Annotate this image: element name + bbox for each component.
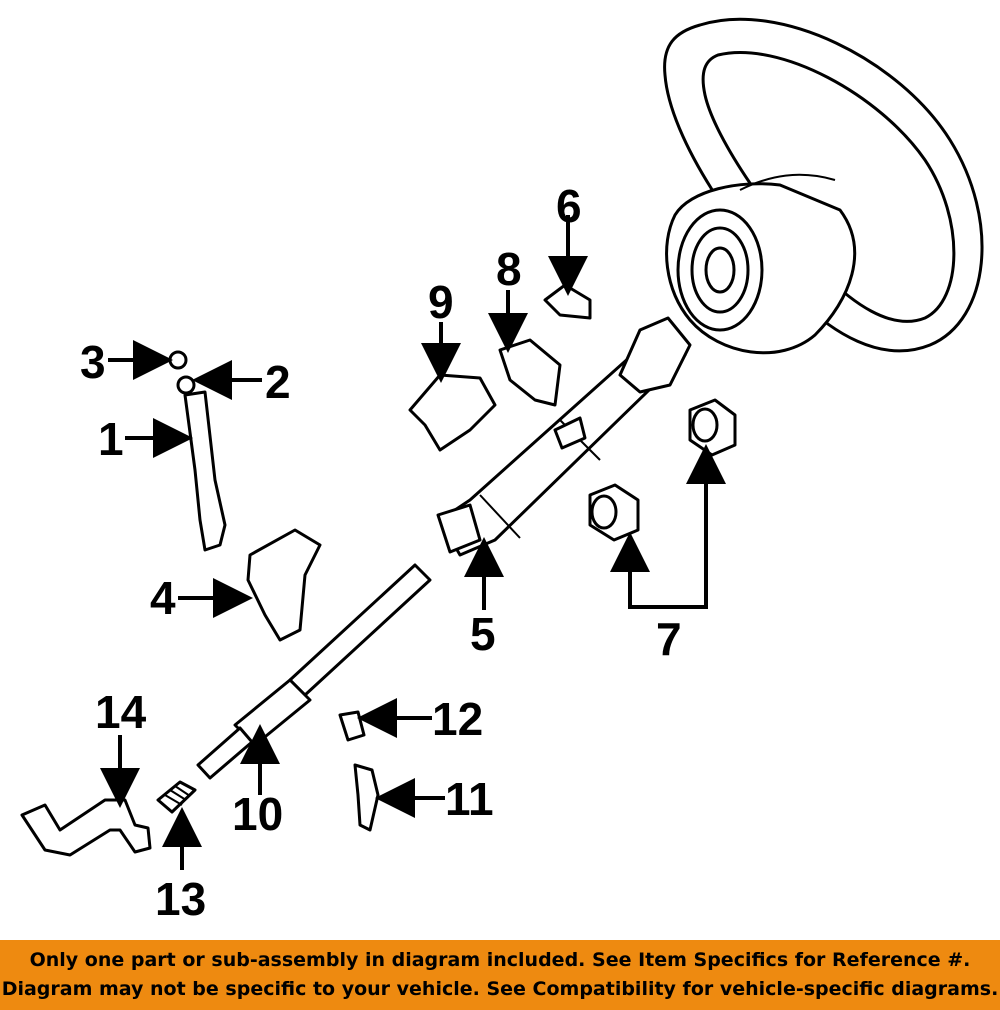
- callout-2: 2: [265, 356, 291, 408]
- bracket-part-9: [408, 373, 497, 452]
- bracket-part-11: [353, 763, 380, 832]
- callout-11: 11: [445, 773, 494, 825]
- steering-column-diagram: 1 2 3 4 5 6 7 8 9 10 11 12 13 14: [20, 17, 984, 925]
- callout-8: 8: [496, 243, 522, 295]
- shift-lever: [168, 350, 227, 552]
- callout-13: 13: [155, 873, 206, 925]
- steering-wheel: [663, 17, 984, 355]
- callout-14: 14: [95, 686, 147, 738]
- leader-lines: [100, 215, 726, 870]
- switch-part-8: [498, 338, 562, 407]
- callout-1: 1: [98, 413, 124, 465]
- bracket-part-4: [246, 528, 322, 642]
- disclaimer-line-2: Diagram may not be specific to your vehi…: [1, 978, 999, 1000]
- bushing-part-7: [588, 398, 737, 542]
- disclaimer-banner: Only one part or sub-assembly in diagram…: [0, 940, 1000, 1010]
- callout-5: 5: [470, 608, 496, 660]
- callout-3: 3: [80, 336, 106, 388]
- callout-6: 6: [556, 180, 582, 232]
- clip-part-12: [338, 710, 366, 742]
- callout-12: 12: [432, 693, 483, 745]
- callout-10: 10: [232, 788, 283, 840]
- rod-part-14: [20, 798, 152, 857]
- callout-9: 9: [428, 276, 454, 328]
- callout-4: 4: [150, 572, 176, 624]
- disclaimer-line-1: Only one part or sub-assembly in diagram…: [29, 949, 971, 971]
- callout-7: 7: [656, 613, 682, 665]
- steering-column-tube: [436, 316, 692, 557]
- clip-part-6: [543, 283, 592, 320]
- spring-part-13: [156, 780, 197, 814]
